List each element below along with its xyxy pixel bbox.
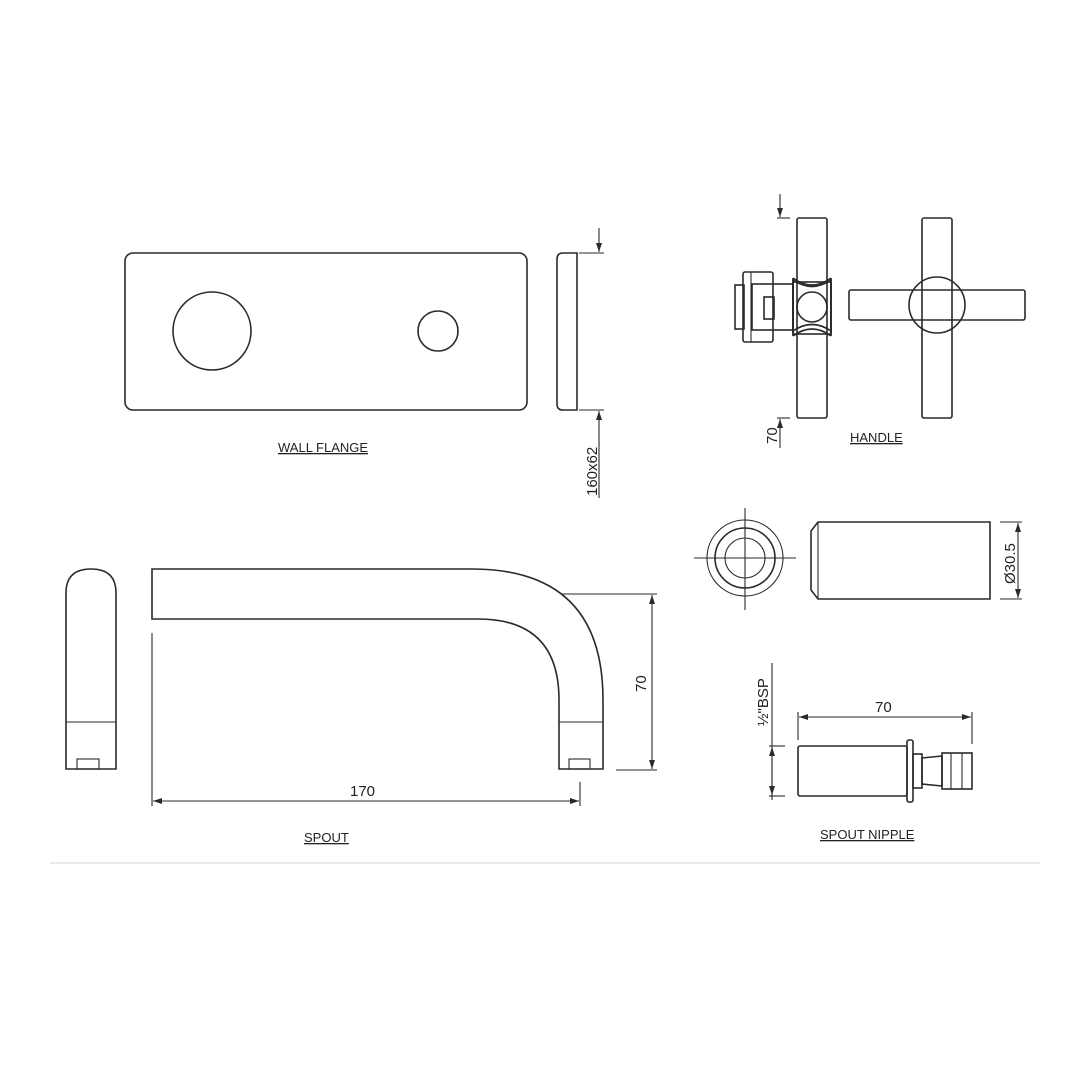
handle-body-diameter: Ø30.5 bbox=[1002, 543, 1019, 584]
wall-flange-label: WALL FLANGE bbox=[278, 440, 368, 455]
handle-dimension: 70 bbox=[764, 427, 781, 444]
spout-nipple-side-view bbox=[769, 663, 973, 803]
handle-front-view bbox=[848, 217, 1026, 419]
handle-body-side-view bbox=[810, 521, 1022, 600]
spout-side-view bbox=[151, 568, 657, 806]
handle-label: HANDLE bbox=[850, 430, 903, 445]
spout-end-view bbox=[65, 568, 117, 770]
wall-flange-front-view bbox=[124, 252, 528, 411]
spout-label: SPOUT bbox=[304, 830, 349, 845]
wall-flange-side-view bbox=[556, 228, 604, 498]
spout-height-dimension: 70 bbox=[633, 675, 650, 692]
spout-length-dimension: 170 bbox=[350, 783, 375, 800]
wall-flange-dimension: 160x62 bbox=[584, 447, 601, 496]
handle-hole bbox=[417, 310, 459, 352]
spout-hole bbox=[172, 291, 252, 371]
spout-nipple-label: SPOUT NIPPLE bbox=[820, 827, 915, 842]
handle-side-view bbox=[734, 194, 832, 448]
handle-body-end-view bbox=[694, 508, 796, 610]
spout-nipple-thread-dimension: ½"BSP bbox=[755, 678, 772, 726]
spout-nipple-length-dimension: 70 bbox=[875, 699, 892, 716]
